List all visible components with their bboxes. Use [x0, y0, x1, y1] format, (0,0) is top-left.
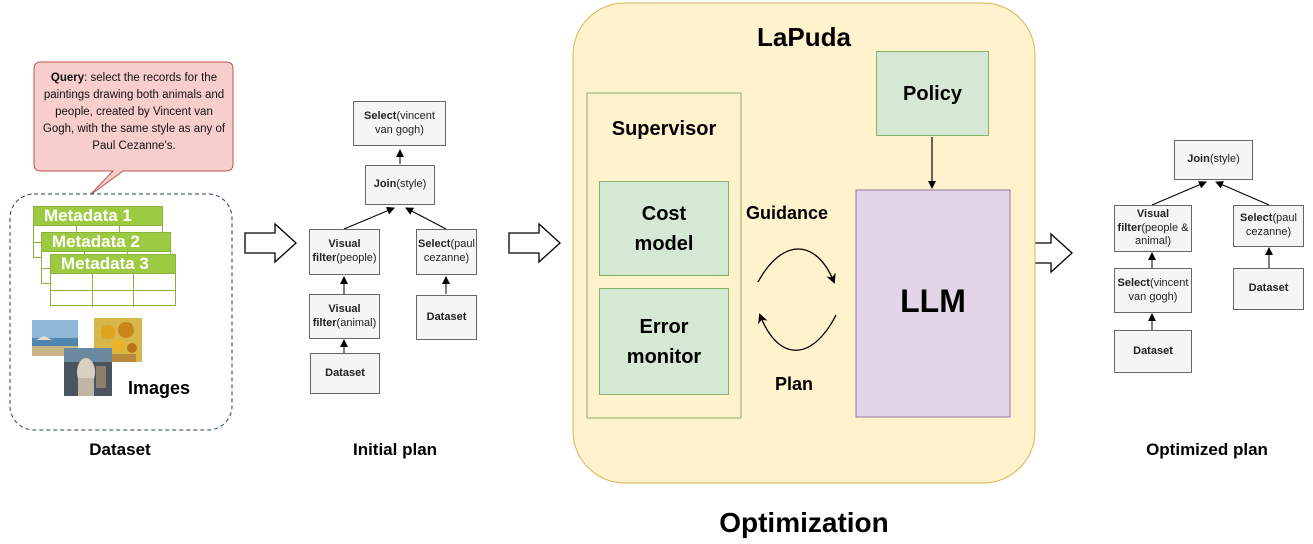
optimized-dataset-left: Dataset: [1114, 330, 1192, 373]
initial-plan-caption: Initial plan: [352, 440, 438, 459]
guidance-label: Guidance: [746, 203, 829, 223]
query-body: : select the records for the paintings d…: [42, 72, 226, 152]
optimized-select-pc: Select(paul cezanne): [1233, 205, 1304, 247]
llm-label: LLM: [900, 283, 966, 319]
images-label: Images: [128, 378, 191, 398]
initial-visual-filter-people: Visual filter(people): [309, 229, 380, 275]
metadata-title-2: Metadata 2: [42, 233, 170, 251]
dataset-caption: Dataset: [89, 440, 151, 459]
metadata-title-1: Metadata 1: [34, 207, 162, 225]
supervisor-label: Supervisor: [611, 118, 717, 140]
query-label: Query: [50, 72, 85, 84]
sunflowers-painting-icon: [94, 318, 142, 362]
optimization-caption: Optimization: [719, 507, 889, 538]
error-monitor-label: Error monitor: [626, 315, 702, 368]
cost-model-box: Cost model: [599, 181, 729, 276]
metadata-title-3: Metadata 3: [51, 255, 175, 273]
optimized-plan-caption: Optimized plan: [1146, 440, 1268, 459]
initial-join: Join(style): [365, 165, 435, 205]
llm-box: [855, 189, 1011, 418]
seascape-painting-icon: [32, 320, 78, 356]
policy-label: Policy: [903, 82, 962, 105]
optimized-join: Join(style): [1174, 140, 1253, 180]
initial-visual-filter-animal: Visual filter(animal): [309, 294, 380, 339]
portrait-painting-icon: [64, 348, 112, 396]
plan-arrow: [758, 313, 837, 351]
painting-thumbnails: [32, 318, 142, 396]
flow-arrow-2: [508, 222, 561, 264]
lapuda-title: LaPuda: [757, 22, 851, 52]
error-monitor-box: Error monitor: [599, 288, 729, 395]
query-text: Query: select the records for the painti…: [40, 70, 228, 155]
guidance-arrow: [757, 248, 836, 284]
cost-model-label: Cost model: [634, 202, 694, 255]
initial-select-vvg: Select(vincent van gogh): [353, 101, 446, 146]
policy-box: Policy: [876, 51, 989, 136]
metadata-table-3: Metadata 3: [50, 254, 176, 307]
initial-dataset-left: Dataset: [310, 353, 380, 394]
initial-dataset-right: Dataset: [416, 295, 477, 340]
plan-label: Plan: [775, 374, 814, 394]
flow-arrow-1: [244, 222, 297, 264]
initial-select-pc: Select(paul cezanne): [416, 229, 477, 275]
optimized-visual-filter: Visual filter(people & animal): [1114, 205, 1192, 252]
query-bubble: [33, 61, 234, 197]
optimized-dataset-right: Dataset: [1233, 268, 1304, 310]
optimized-select-vvg: Select(vincent van gogh): [1114, 268, 1192, 313]
